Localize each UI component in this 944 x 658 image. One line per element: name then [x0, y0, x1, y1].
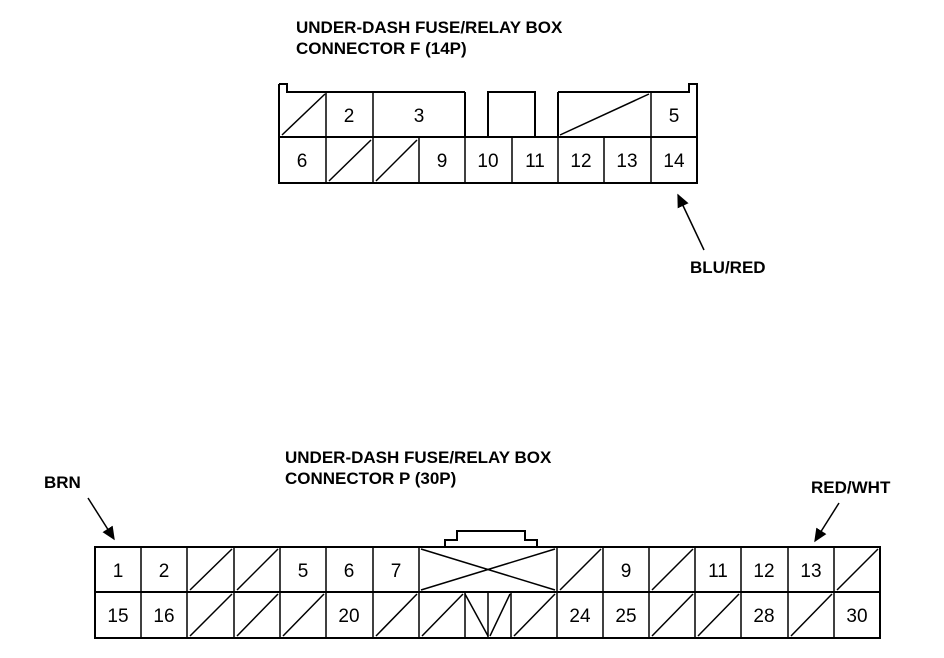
connector-f-title-line2: CONNECTOR F (14P): [296, 39, 467, 58]
connector-p-housing: [94, 530, 881, 639]
connector-f-pin-6: 6: [297, 151, 308, 172]
connector-f-title-line1: UNDER-DASH FUSE/RELAY BOX: [296, 18, 563, 37]
connector-p-wire-arrow-right: [814, 502, 840, 543]
connector-p-pin-7: 7: [391, 561, 402, 582]
connector-f-wire-label: BLU/RED: [690, 258, 766, 277]
connector-f-pin-2: 2: [344, 106, 355, 127]
connector-f-pin-13: 13: [616, 151, 637, 172]
connector-f-wire-arrow: [677, 193, 705, 251]
connector-p-pin-20: 20: [338, 606, 359, 627]
connector-p-pin-2: 2: [159, 561, 170, 582]
connector-p-pin-24: 24: [569, 606, 591, 627]
connector-p-pin-13: 13: [800, 561, 821, 582]
connector-p-pin-9: 9: [621, 561, 632, 582]
connector-p-title-line1: UNDER-DASH FUSE/RELAY BOX: [285, 448, 552, 467]
connector-p-wire-label-right: RED/WHT: [811, 478, 891, 497]
connector-p-pin-6: 6: [344, 561, 355, 582]
connector-f: UNDER-DASH FUSE/RELAY BOX CONNECTOR F (1…: [278, 18, 766, 277]
connector-p-pin-1: 1: [113, 561, 124, 582]
connector-f-pin-10: 10: [477, 151, 498, 172]
connector-p-title-line2: CONNECTOR P (30P): [285, 469, 456, 488]
connector-p-pin-12: 12: [753, 561, 774, 582]
connector-f-pin-9: 9: [437, 151, 448, 172]
connector-f-pin-3: 3: [414, 106, 425, 127]
connector-p: UNDER-DASH FUSE/RELAY BOX CONNECTOR P (3…: [44, 448, 891, 639]
connector-p-pin-16: 16: [153, 606, 174, 627]
connector-p-pin-15: 15: [107, 606, 128, 627]
connector-p-pin-25: 25: [615, 606, 636, 627]
connector-p-pin-11: 11: [708, 561, 728, 582]
connector-p-pin-30: 30: [846, 606, 867, 627]
connector-f-pin-11: 11: [525, 151, 545, 172]
connector-f-pin-12: 12: [570, 151, 591, 172]
connector-p-wire-arrow-left: [87, 497, 115, 541]
connector-f-pin-5: 5: [669, 106, 680, 127]
connector-f-pin-14: 14: [663, 151, 685, 172]
connector-p-wire-label-left: BRN: [44, 473, 81, 492]
connector-p-pin-28: 28: [753, 606, 774, 627]
connector-f-housing: [278, 83, 698, 184]
connector-p-pin-5: 5: [298, 561, 309, 582]
